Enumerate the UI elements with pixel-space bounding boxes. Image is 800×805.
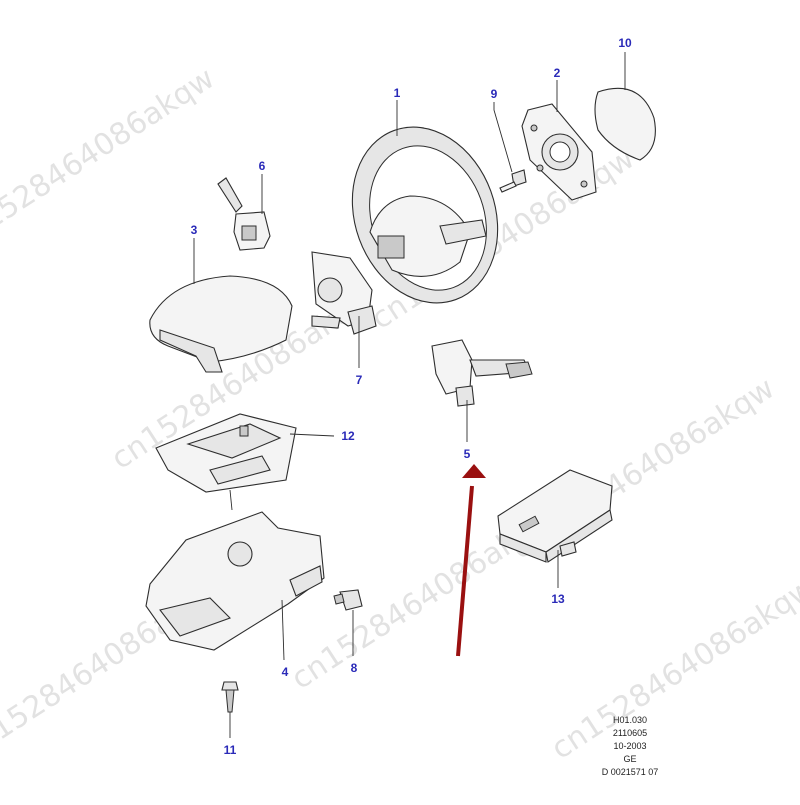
callout-3: 3 bbox=[191, 223, 198, 237]
callout-5: 5 bbox=[464, 447, 471, 461]
part-11-screw bbox=[221, 681, 239, 738]
callout-10: 10 bbox=[618, 36, 632, 50]
callout-8: 8 bbox=[351, 661, 358, 675]
part-8-connector bbox=[333, 589, 363, 656]
part-6-switch bbox=[217, 174, 271, 251]
part-2-mounting-plate bbox=[521, 80, 597, 201]
part-1-steering-wheel bbox=[351, 100, 499, 304]
watermark-text: cn1528464086akqw bbox=[545, 571, 800, 767]
watermark-text: cn1528464086akqw bbox=[0, 61, 221, 257]
reference-date: 10-2003 bbox=[613, 741, 647, 751]
callout-11: 11 bbox=[224, 743, 237, 757]
highlight-arrow bbox=[456, 464, 486, 657]
callout-13: 13 bbox=[551, 592, 565, 606]
callout-6: 6 bbox=[259, 159, 266, 173]
callout-12: 12 bbox=[341, 429, 355, 443]
part-12-tray bbox=[155, 413, 335, 493]
part-7-clock-spring bbox=[311, 251, 377, 368]
callout-4: 4 bbox=[282, 665, 289, 679]
callout-labels: 1 2 3 4 5 6 7 8 9 10 11 12 13 bbox=[191, 36, 632, 757]
part-10-airbag-cover bbox=[594, 52, 656, 161]
reference-code: H01.030 bbox=[612, 715, 648, 725]
part-4-lower-shroud bbox=[145, 489, 325, 661]
part-3-upper-shroud bbox=[149, 238, 293, 373]
part-13-module bbox=[497, 469, 613, 588]
callout-2: 2 bbox=[554, 66, 561, 80]
callout-1: 1 bbox=[394, 86, 401, 100]
reference-drawing-id: D 0021571 07 bbox=[601, 767, 659, 777]
callout-7: 7 bbox=[356, 373, 363, 387]
reference-region: GE bbox=[623, 754, 637, 764]
reference-number: 2110605 bbox=[612, 728, 648, 738]
part-5-combination-switch bbox=[431, 339, 533, 442]
part-9-bolt bbox=[493, 102, 527, 193]
callout-9: 9 bbox=[491, 87, 498, 101]
